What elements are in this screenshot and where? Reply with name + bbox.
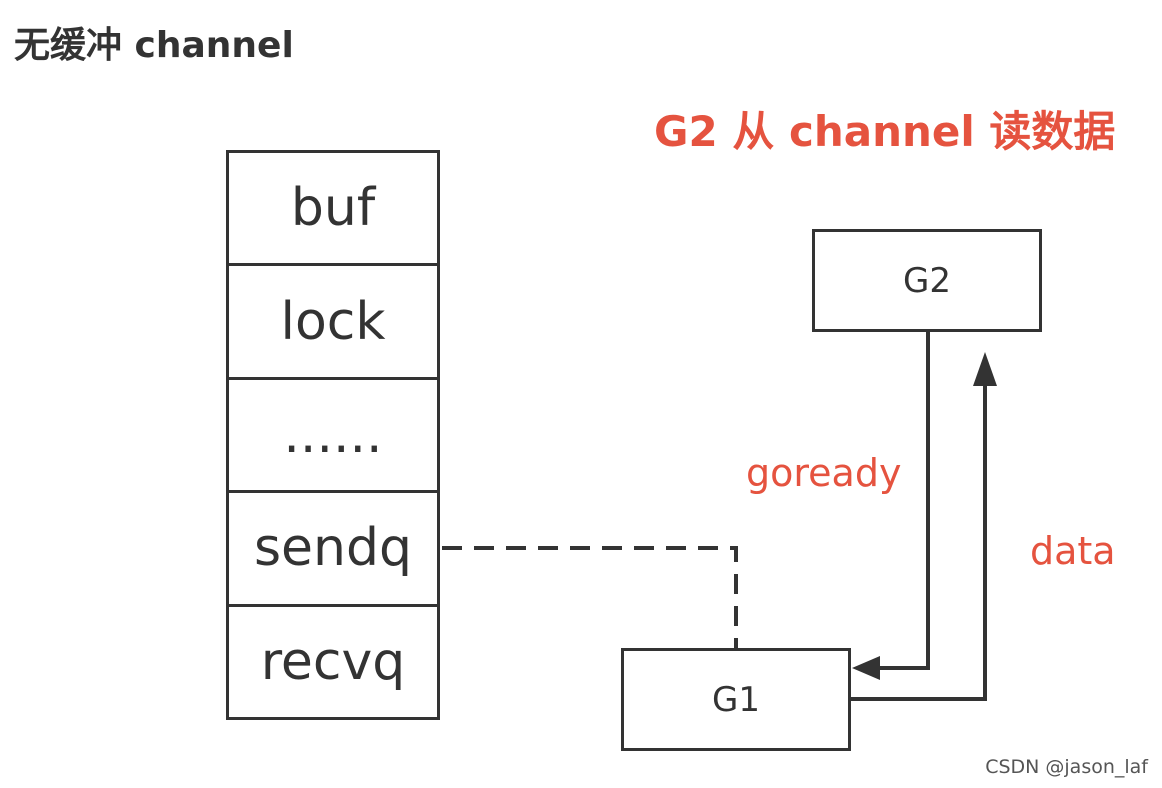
goroutine-g2-node: G2 <box>812 229 1042 332</box>
diagram-subheading: G2 从 channel 读数据 <box>654 107 1116 156</box>
diagram-heading: 无缓冲 channel <box>14 25 294 66</box>
field-sendq: sendq <box>229 493 437 607</box>
sendq-to-g1-dashed-link <box>442 546 738 648</box>
goready-arrow <box>874 332 930 670</box>
goready-label: goready <box>746 451 902 495</box>
watermark: CSDN @jason_laf <box>985 756 1148 778</box>
field-buf: buf <box>229 153 437 267</box>
field-ellipsis: ...... <box>229 380 437 494</box>
data-arrow <box>851 380 987 701</box>
channel-struct: buf lock ...... sendq recvq <box>226 150 440 720</box>
field-lock: lock <box>229 266 437 380</box>
data-arrowhead <box>973 352 997 386</box>
data-label: data <box>1030 529 1116 573</box>
goready-arrowhead <box>852 656 880 680</box>
goroutine-g1-node: G1 <box>621 648 851 751</box>
field-recvq: recvq <box>260 631 406 692</box>
